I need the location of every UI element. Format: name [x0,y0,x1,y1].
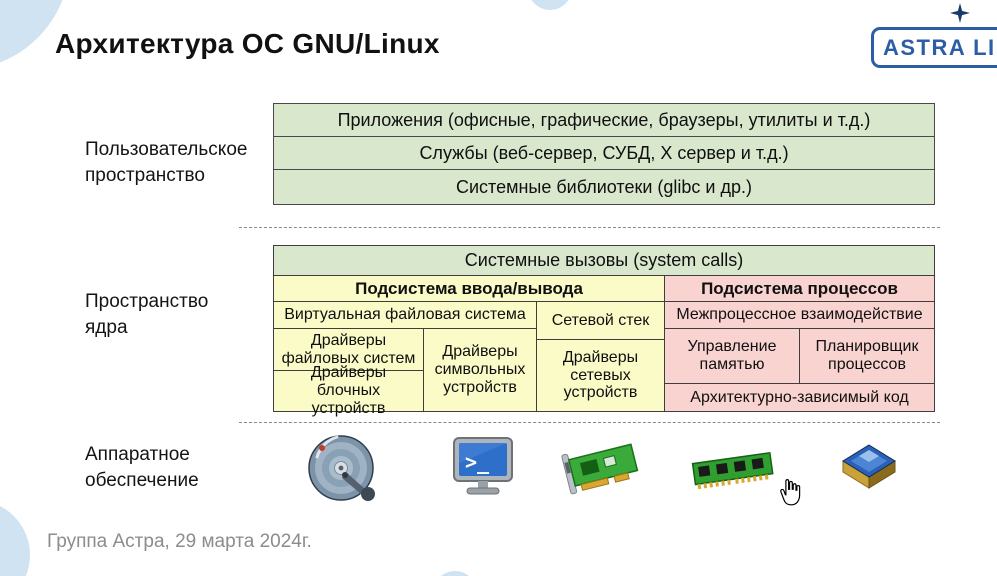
hdd-icon [308,435,375,501]
cell-process-scheduler: Планировщик процессов [799,328,935,384]
label-kernel-space: Пространство ядра [85,291,209,338]
star-icon [950,3,970,23]
terminal-monitor-icon: >_ [453,437,513,495]
user-space-row-libraries: Системные библиотеки (glibc и др.) [273,169,935,205]
cell-char-device-drivers: Драйверы символьных устройств [423,328,537,412]
decorative-shape-top-middle [528,0,572,10]
cell-system-calls: Системные вызовы (system calls) [273,245,935,276]
footer-text: Группа Астра, 29 марта 2024г. [47,531,312,552]
label-hardware: Аппаратное обеспечение [85,444,199,491]
cell-block-device-drivers: Драйверы блочных устройств [273,364,424,417]
cell-virtual-file-system: Виртуальная файловая система [273,301,537,329]
network-card-icon [561,443,639,495]
ram-icon [691,451,774,490]
decorative-shape-bottom-left [0,500,30,576]
decorative-shape-bottom-middle [433,571,477,576]
kernel-space-diagram: Системные вызовы (system calls) Подсисте… [273,245,935,417]
cell-io-subsystem-header: Подсистема ввода/вывода [273,275,665,302]
hand-cursor-icon [780,479,801,506]
terminal-prompt-glyph: >_ [465,450,490,474]
user-space-row-services: Службы (веб-сервер, СУБД, X сервер и т.д… [273,136,935,170]
cell-interprocess-communication: Межпроцессное взаимодействие [664,301,935,329]
cell-architecture-dependent-code: Архитектурно-зависимый код [664,383,935,412]
cell-memory-management: Управление памятью [664,328,800,384]
cell-network-device-drivers: Драйверы сетевых устройств [536,339,665,412]
cpu-chip-icon [842,444,896,489]
separator-user-kernel [239,227,940,228]
user-space-stack: Приложения (офисные, графические, браузе… [273,103,935,205]
astra-linux-logo: ASTRA LIN [871,27,997,68]
separator-kernel-hardware [239,422,940,423]
cell-filesystem-drivers: Драйверы файловых систем [273,328,424,371]
cell-network-stack: Сетевой стек [536,301,665,340]
slide-title: Архитектура ОС GNU/Linux [55,28,440,59]
astra-linux-logo-text: ASTRA LIN [883,34,997,60]
label-user-space: Пользовательское пространство [85,139,248,186]
user-space-row-applications: Приложения (офисные, графические, браузе… [273,103,935,137]
cell-process-subsystem-header: Подсистема процессов [664,275,935,302]
